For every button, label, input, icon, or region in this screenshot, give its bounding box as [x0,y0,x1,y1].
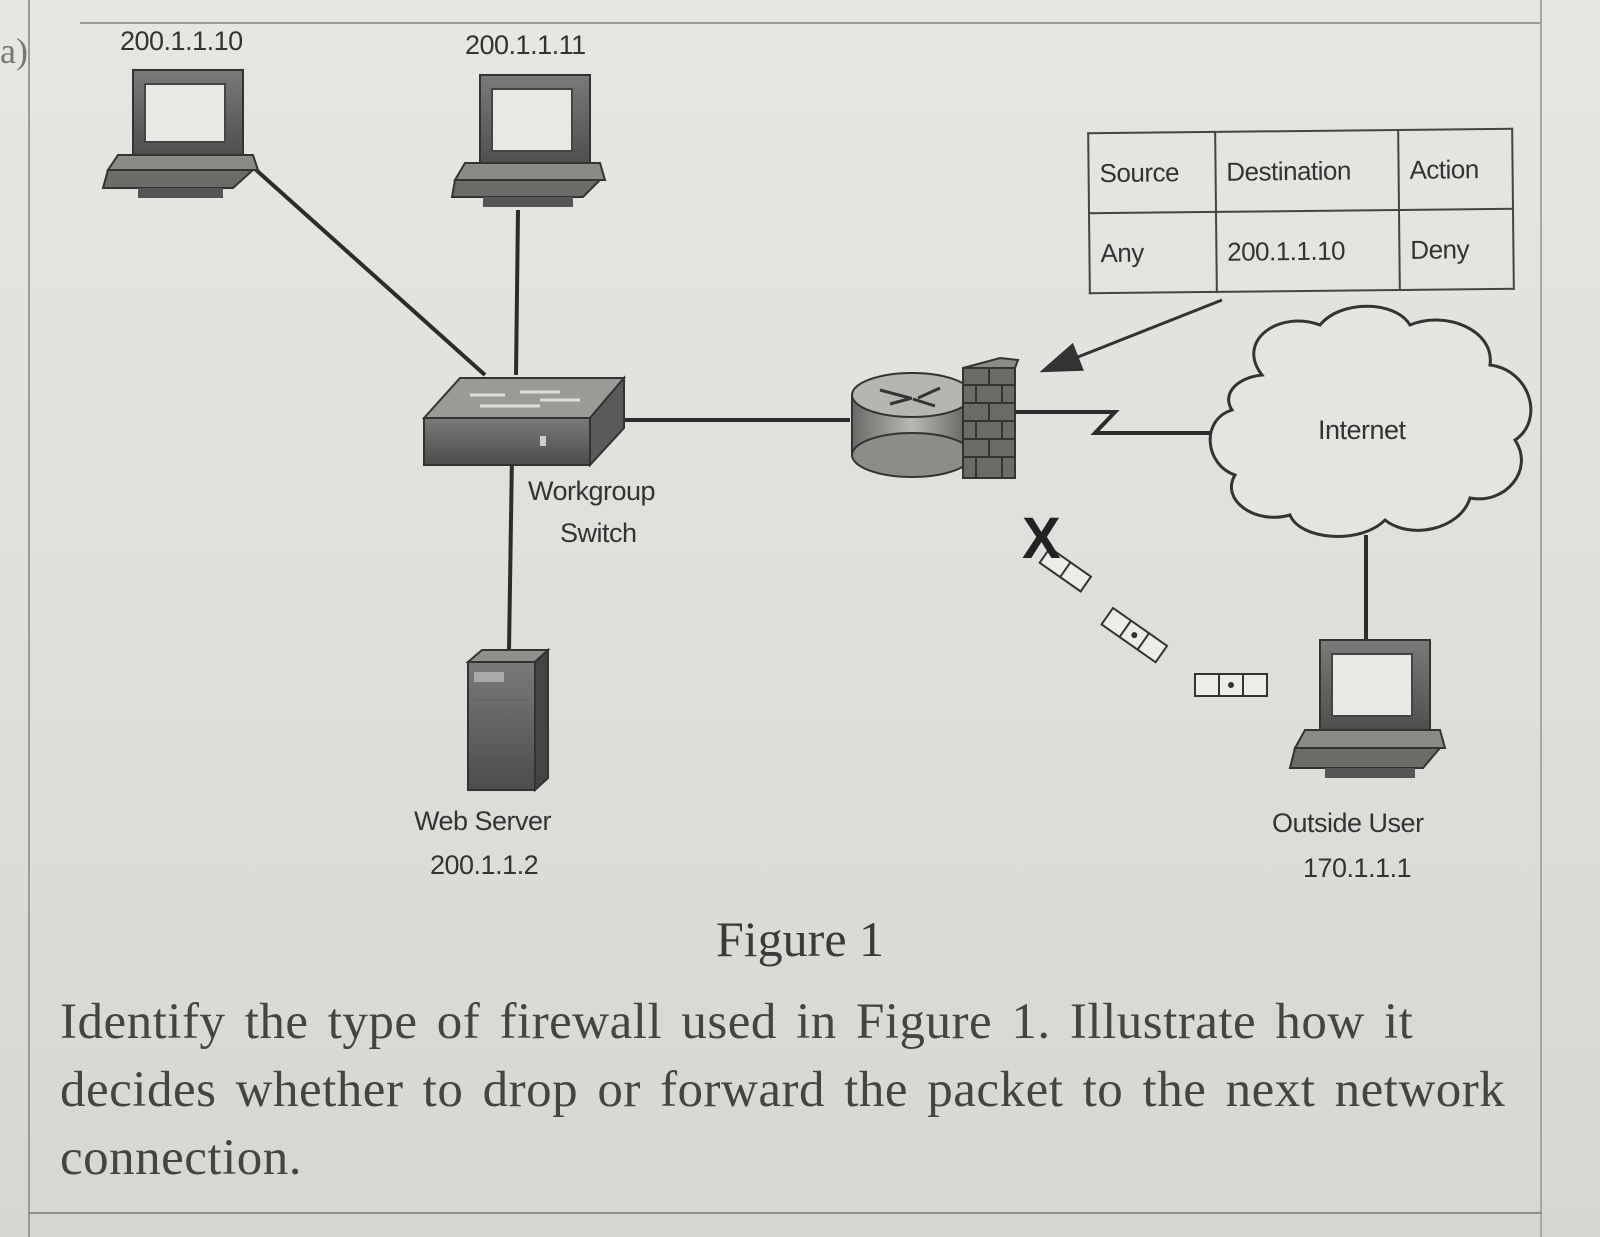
acl-rule-table: Source Destination Action Any 200.1.1.10… [1087,128,1515,294]
internet-cloud-icon [1208,304,1533,538]
left-margin-rule [28,0,30,1237]
acl-arrow [1039,298,1223,373]
web-server-ip-label: 200.1.1.2 [430,850,539,880]
acl-header-action: Action [1398,128,1513,210]
acl-header-row: Source Destination Action [1088,128,1513,214]
pc2-ip-label: 200.1.1.11 [465,30,586,60]
acl-header-source: Source [1088,131,1216,214]
top-rule [80,22,1540,24]
bottom-rule [28,1212,1542,1214]
switch-label-line1: Workgroup [528,476,656,506]
outside-user-ip-label: 170.1.1.1 [1303,853,1412,883]
question-text: Identify the type of firewall used in Fi… [60,994,1506,1186]
web-server-label: Web Server [414,806,552,836]
acl-cell-destination: 200.1.1.10 [1215,209,1400,292]
figure-caption: Figure 1 [715,911,885,967]
question-label: a) [0,31,28,71]
computer-icon [101,69,260,198]
outside-user-label: Outside User [1272,808,1424,838]
internet-label: Internet [1318,415,1406,445]
right-margin-rule [1540,0,1542,1237]
switch-label-line2: Switch [560,518,637,548]
outside-user-computer-icon [1288,639,1447,778]
acl-cell-source: Any [1089,211,1217,294]
web-server-icon [465,647,551,793]
pc1-ip-label: 200.1.1.10 [120,26,243,56]
computer-icon [450,74,607,207]
packet-icon [1194,673,1268,697]
acl-cell-action: Deny [1398,208,1514,290]
router-firewall-icon [851,356,1020,479]
link-switch-server [507,454,514,651]
acl-header-destination: Destination [1214,129,1399,212]
blocked-x-mark: X [1022,506,1061,571]
link-firewall-internet-serial [1015,410,1230,435]
acl-rule-row: Any 200.1.1.10 Deny [1089,208,1514,294]
link-pc1-switch [243,158,487,377]
packet-icon [1100,606,1169,664]
packet-icon [1038,546,1093,593]
network-links [243,158,1368,651]
workgroup-switch-icon [421,375,627,468]
link-pc2-switch [514,209,520,376]
